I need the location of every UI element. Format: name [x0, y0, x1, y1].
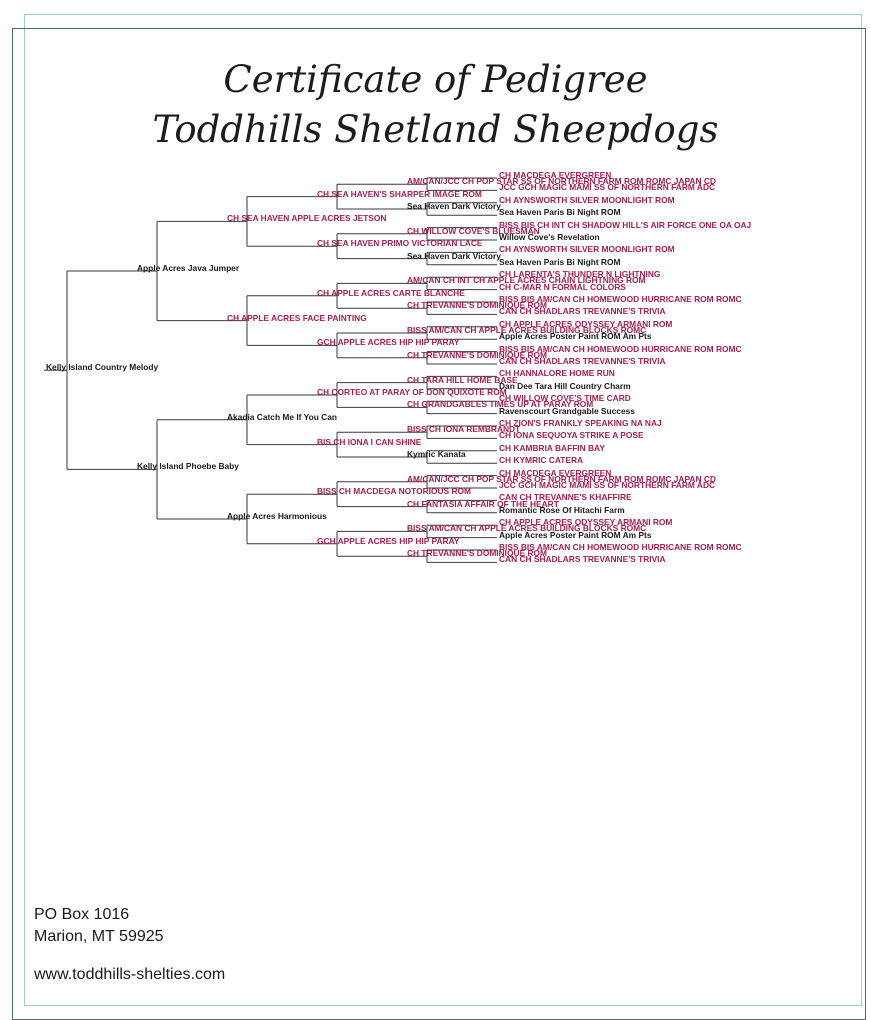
pedigree-dog-name: Dan Dee Tara Hill Country Charm	[499, 380, 631, 391]
pedigree-dog-name: Kymric Kanata	[407, 449, 466, 459]
pedigree-dog-name: CH TREVANNE'S DOMINIQUE ROM	[407, 300, 548, 311]
pedigree-dog-name: Sea Haven Paris Bi Night ROM	[499, 207, 621, 218]
pedigree-dog-name: BISS CH IONA REMBRANDT	[407, 424, 521, 435]
pedigree-dog-name: Willow Cove's Revelation	[499, 232, 600, 242]
pedigree-dog-name: CH TREVANNE'S DOMINIQUE ROM	[407, 349, 548, 360]
pedigree-dog-name: CH MACDEGA EVERGREEN	[499, 170, 612, 180]
pedigree-dog-name: BISS BIS CH INT CH SHADOW HILL'S AIR FOR…	[499, 219, 752, 230]
pedigree-dog-name: CH MACDEGA EVERGREEN	[499, 467, 612, 478]
pedigree-dog-name: GCH APPLE ACRES HIP HIP PARAY	[317, 535, 460, 546]
pedigree-dog-name: Kelly Island Country Melody	[46, 362, 159, 373]
pedigree-dog-name: AM/CAN/JCC CH POP STAR SS OF NORTHERN FA…	[407, 176, 716, 187]
pedigree-dog-name: BIS CH IONA I CAN SHINE	[317, 436, 422, 447]
pedigree-dog-name: BISS BIS AM/CAN CH HOMEWOOD HURRICANE RO…	[499, 343, 742, 354]
pedigree-dog-name: Apple Acres Poster Paint ROM Am Pts	[499, 529, 652, 540]
pedigree-dog-name: CH WILLOW COVE'S TIME CARD	[499, 393, 631, 404]
pedigree-dog-name: CH KAMBRIA BAFFIN BAY	[499, 442, 605, 453]
pedigree-dog-name: CH AYNSWORTH SILVER MOONLIGHT ROM	[499, 244, 675, 255]
pedigree-dog-name: CH APPLE ACRES FACE PAINTING	[227, 312, 367, 323]
address-line-2: Marion, MT 59925	[34, 928, 164, 945]
pedigree-certificate: Certificate of Pedigree Toddhills Shetla…	[12, 14, 866, 1020]
pedigree-dog-name: CH TREVANNE'S DOMINIQUE ROM	[407, 548, 548, 559]
pedigree-dog-name: CAN CH TREVANNE'S KHAFFIRE	[499, 492, 632, 503]
pedigree-dog-name: CH FANTASIA AFFAIR OF THE HEART	[407, 498, 559, 509]
pedigree-dog-name: Apple Acres Harmonious	[227, 511, 327, 521]
pedigree-dog-name: Romantic Rose Of Hitachi Farm	[499, 504, 625, 515]
pedigree-dog-name: Sea Haven Paris Bi Night ROM	[499, 256, 621, 267]
pedigree-dog-name: CH SEA HAVEN PRIMO VICTORIAN LACE	[317, 238, 483, 249]
pedigree-dog-name: CH AYNSWORTH SILVER MOONLIGHT ROM	[499, 194, 675, 205]
kennel-title: Toddhills Shetland Sheepdogs	[152, 108, 719, 151]
pedigree-dog-name: CH WILLOW COVE'S BLUESMAN	[407, 225, 540, 236]
pedigree-dog-name: CH CORTEO AT PARAY OF DON QUIXOTE ROM	[317, 387, 507, 397]
pedigree-dog-name: CH SEA HAVEN APPLE ACRES JETSON	[227, 213, 387, 224]
pedigree-dog-name: CH SEA HAVEN'S SHARPER IMAGE ROM	[317, 188, 482, 199]
pedigree-dog-name: BISS AM/CAN CH APPLE ACRES BUILDING BLOC…	[407, 325, 647, 335]
pedigree-dog-name: BISS CH MACDEGA NOTORIOUS ROM	[317, 486, 472, 497]
website-link[interactable]: www.toddhills-shelties.com	[34, 966, 226, 983]
pedigree-dog-name: JCC GCH MAGIC MAMI SS OF NORTHERN FARM A…	[499, 480, 716, 490]
pedigree-dog-name: CH LARENTA'S THUNDER N LIGHTNING	[499, 269, 661, 280]
pedigree-dog-name: CAN CH SHADLARS TREVANNE'S TRIVIA	[499, 554, 666, 565]
pedigree-dog-name: Sea Haven Dark Victory	[407, 250, 501, 261]
pedigree-dog-name: CH APPLE ACRES ODYSSEY ARMANI ROM	[499, 517, 673, 528]
pedigree-dog-name: Ravenscourt Grandgable Success	[499, 405, 635, 416]
pedigree-dog-name: CH KYMRIC CATERA	[499, 455, 584, 466]
pedigree-dog-name: Akadia Catch Me If You Can	[227, 411, 337, 422]
pedigree-connector-lines	[44, 177, 497, 563]
pedigree-dog-name: CH APPLE ACRES CARTE BLANCHE	[317, 287, 465, 298]
address-line-1: PO Box 1016	[34, 906, 130, 923]
pedigree-dog-name: CH ZION'S FRANKLY SPEAKING NA NAJ	[499, 418, 662, 428]
pedigree-dog-name: CH C-MAR N FORMAL COLORS	[499, 281, 626, 292]
pedigree-dog-name: BISS AM/CAN CH APPLE ACRES BUILDING BLOC…	[407, 523, 647, 534]
pedigree-dog-name: CH TARA HILL HOME BASE	[407, 374, 518, 385]
pedigree-dog-name: Apple Acres Java Jumper	[137, 263, 240, 273]
pedigree-dog-name: JCC GCH MAGIC MAMI SS OF NORTHERN FARM A…	[499, 182, 716, 193]
pedigree-dog-name: CAN CH SHADLARS TREVANNE'S TRIVIA	[499, 356, 666, 366]
pedigree-dog-name: CH HANNALORE HOME RUN	[499, 368, 615, 379]
certificate-title: Certificate of Pedigree	[223, 58, 648, 101]
pedigree-dog-name: Kelly Island Phoebe Baby	[137, 461, 239, 472]
pedigree-dog-name: AM/CAN/JCC CH POP STAR SS OF NORTHERN FA…	[407, 473, 716, 484]
pedigree-dog-name: CAN CH SHADLARS TREVANNE'S TRIVIA	[499, 306, 666, 317]
pedigree-dog-name: BISS BIS AM/CAN CH HOMEWOOD HURRICANE RO…	[499, 542, 742, 552]
pedigree-dog-name: AM/CAN CH INT CH APPLE ACRES CHAIN LIGHT…	[407, 275, 646, 286]
pedigree-dog-name: BISS BIS AM/CAN CH HOMEWOOD HURRICANE RO…	[499, 294, 742, 304]
pedigree-dog-name: Apple Acres Poster Paint ROM Am Pts	[499, 331, 652, 342]
pedigree-dog-name: Sea Haven Dark Victory	[407, 201, 501, 211]
pedigree-dog-name: CH GRANDGABLES TIMES UP AT PARAY ROM	[407, 399, 594, 410]
pedigree-dog-name: CH IONA SEQUOYA STRIKE A POSE	[499, 430, 644, 441]
pedigree-dog-name: CH APPLE ACRES ODYSSEY ARMANI ROM	[499, 318, 673, 329]
pedigree-dog-name: GCH APPLE ACRES HIP HIP PARAY	[317, 337, 460, 348]
